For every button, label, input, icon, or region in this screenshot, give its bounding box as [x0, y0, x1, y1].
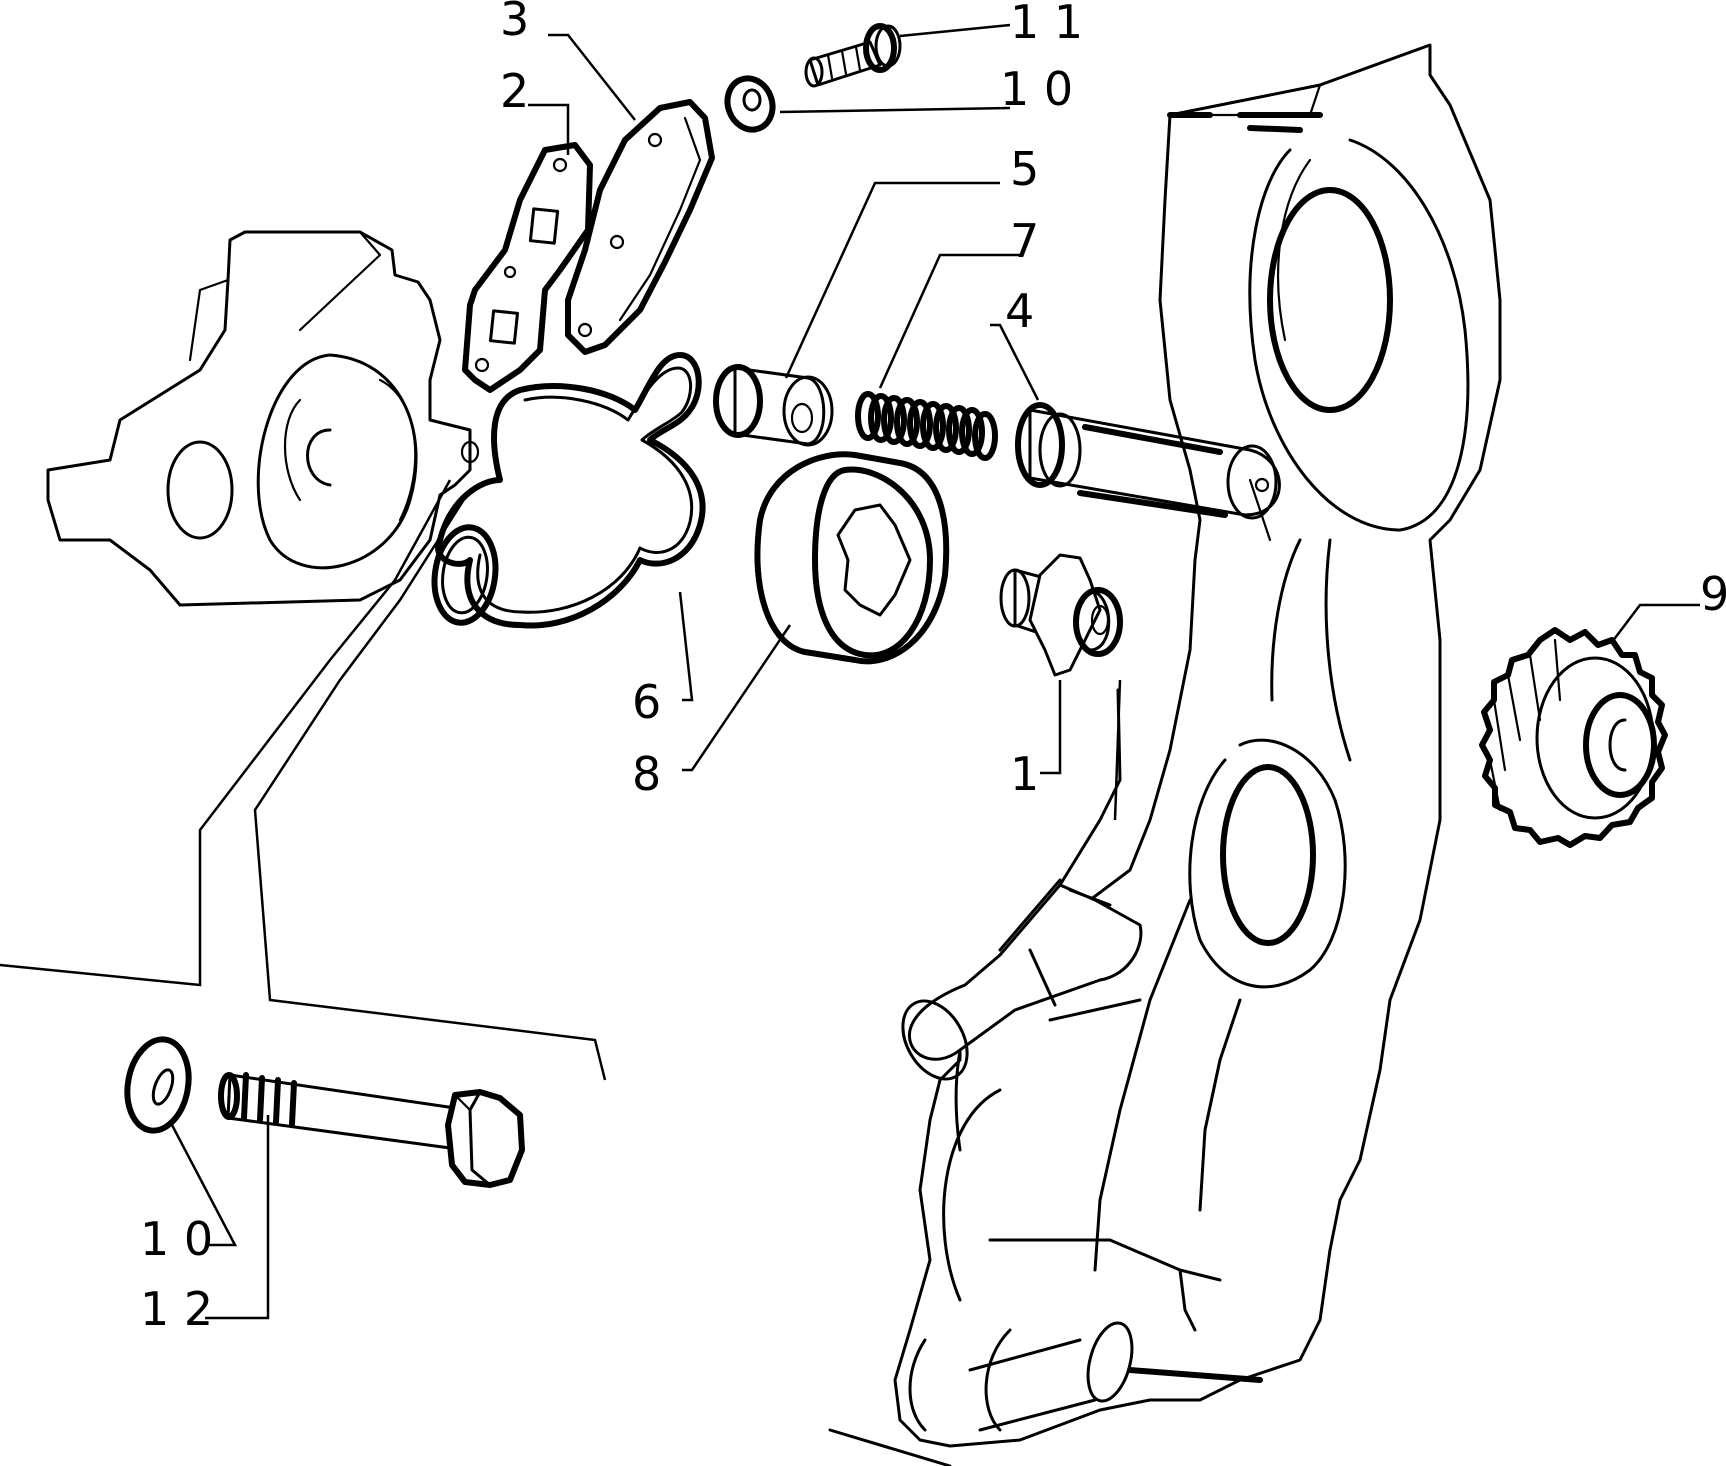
- callout-6: 6: [632, 675, 661, 729]
- callout-10-top: 1 0: [1000, 62, 1073, 116]
- callout-8: 8: [632, 747, 661, 801]
- part-3-gasket: [565, 99, 715, 355]
- part-7-spring: [855, 391, 998, 461]
- pump-housing: [46, 230, 480, 607]
- callout-10-bottom: 1 0: [140, 1212, 213, 1266]
- callout-5: 5: [1010, 142, 1039, 196]
- callout-1: 1: [1010, 747, 1039, 801]
- part-4-shaft: [1015, 402, 1281, 520]
- callout-labels: 3 2 1 1 1 0 5 7 4 9 6 8 1 1 0 1 2: [140, 0, 1726, 1336]
- part-10-washer-top: [724, 75, 776, 133]
- callout-11: 1 1: [1010, 0, 1083, 49]
- casing-boss: [901, 688, 1143, 1081]
- part-11-small-bolt: [804, 23, 902, 88]
- callout-4: 4: [1005, 284, 1034, 338]
- part-12-long-bolt: [218, 1072, 525, 1188]
- callout-2: 2: [500, 64, 529, 118]
- leader-lines: [0, 23, 1700, 1320]
- engine-casing: [828, 43, 1502, 1466]
- part-6-o-ring-gasket: [431, 352, 706, 629]
- callout-7: 7: [1010, 214, 1039, 268]
- part-8-outer-rotor: [754, 451, 950, 665]
- part-2-plate: [462, 142, 593, 393]
- part-10-washer-bottom: [124, 1036, 192, 1134]
- callout-12: 1 2: [140, 1282, 213, 1336]
- callout-3: 3: [500, 0, 529, 46]
- part-1-inner-rotor: [999, 553, 1123, 677]
- part-5-sleeve: [713, 364, 834, 447]
- callout-9: 9: [1700, 567, 1726, 621]
- part-9-gear: [1479, 627, 1668, 848]
